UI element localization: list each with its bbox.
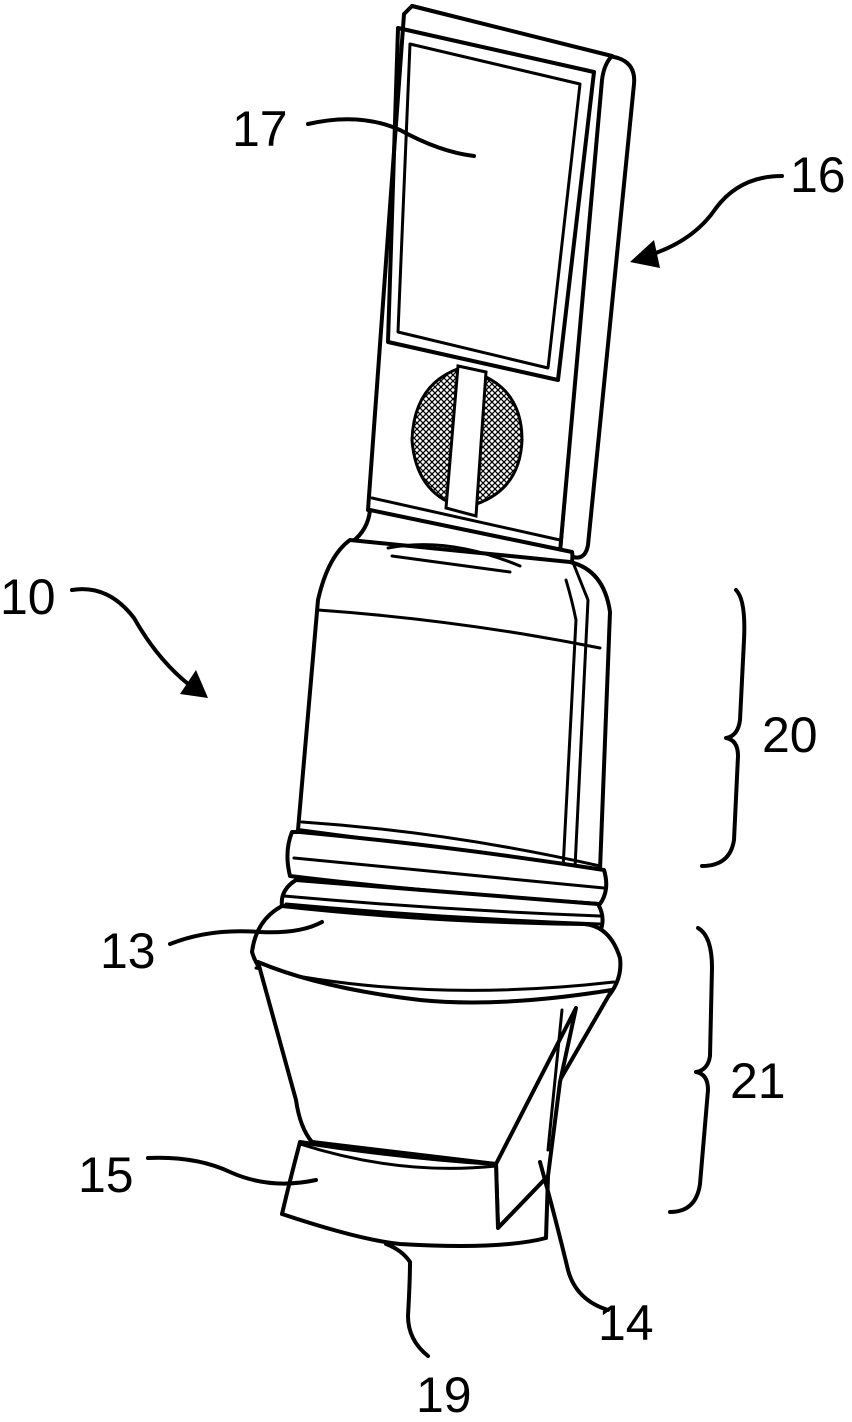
label-16: 16 — [790, 147, 846, 203]
label-20: 20 — [762, 707, 818, 763]
label-13: 13 — [100, 923, 156, 979]
label-10: 10 — [0, 569, 56, 625]
test-strip — [368, 6, 634, 558]
label-17: 17 — [232, 101, 288, 157]
label-14: 14 — [598, 1295, 654, 1351]
label-21: 21 — [730, 1053, 786, 1109]
lower-housing — [252, 906, 620, 1246]
label-15: 15 — [78, 1147, 134, 1203]
label-19: 19 — [416, 1367, 472, 1422]
upper-housing — [287, 510, 610, 904]
